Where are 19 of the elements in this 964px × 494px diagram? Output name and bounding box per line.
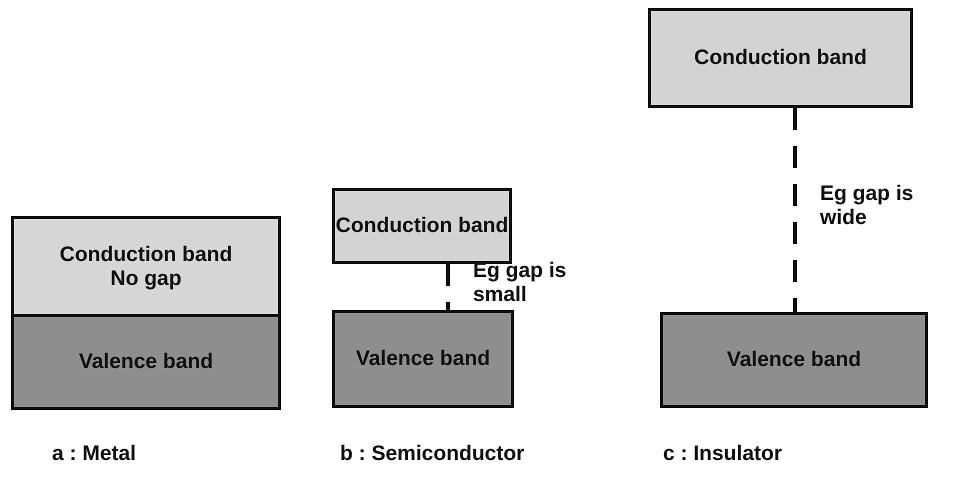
band-label: Valence band: [726, 348, 862, 372]
caption: b : Semiconductor: [340, 442, 524, 466]
band-label: Conduction band: [60, 243, 232, 266]
band-box: [11, 216, 281, 317]
band-label: Valence band: [78, 350, 214, 374]
band-box: [332, 310, 514, 408]
edge-label: Eg gap is wide: [820, 182, 914, 230]
band-box: [332, 188, 512, 264]
band-label: Conduction band: [694, 46, 867, 70]
band-box: [11, 314, 281, 410]
gap-line: [446, 264, 450, 310]
caption: c : Insulator: [663, 442, 782, 466]
band-box: [648, 8, 913, 108]
band-label: No gap: [110, 266, 182, 290]
gap-line: [793, 108, 797, 312]
band-label: Valence band: [356, 347, 490, 371]
band-label: Conduction band: [336, 214, 508, 238]
caption: a : Metal: [52, 442, 136, 466]
band-box: [660, 312, 928, 408]
